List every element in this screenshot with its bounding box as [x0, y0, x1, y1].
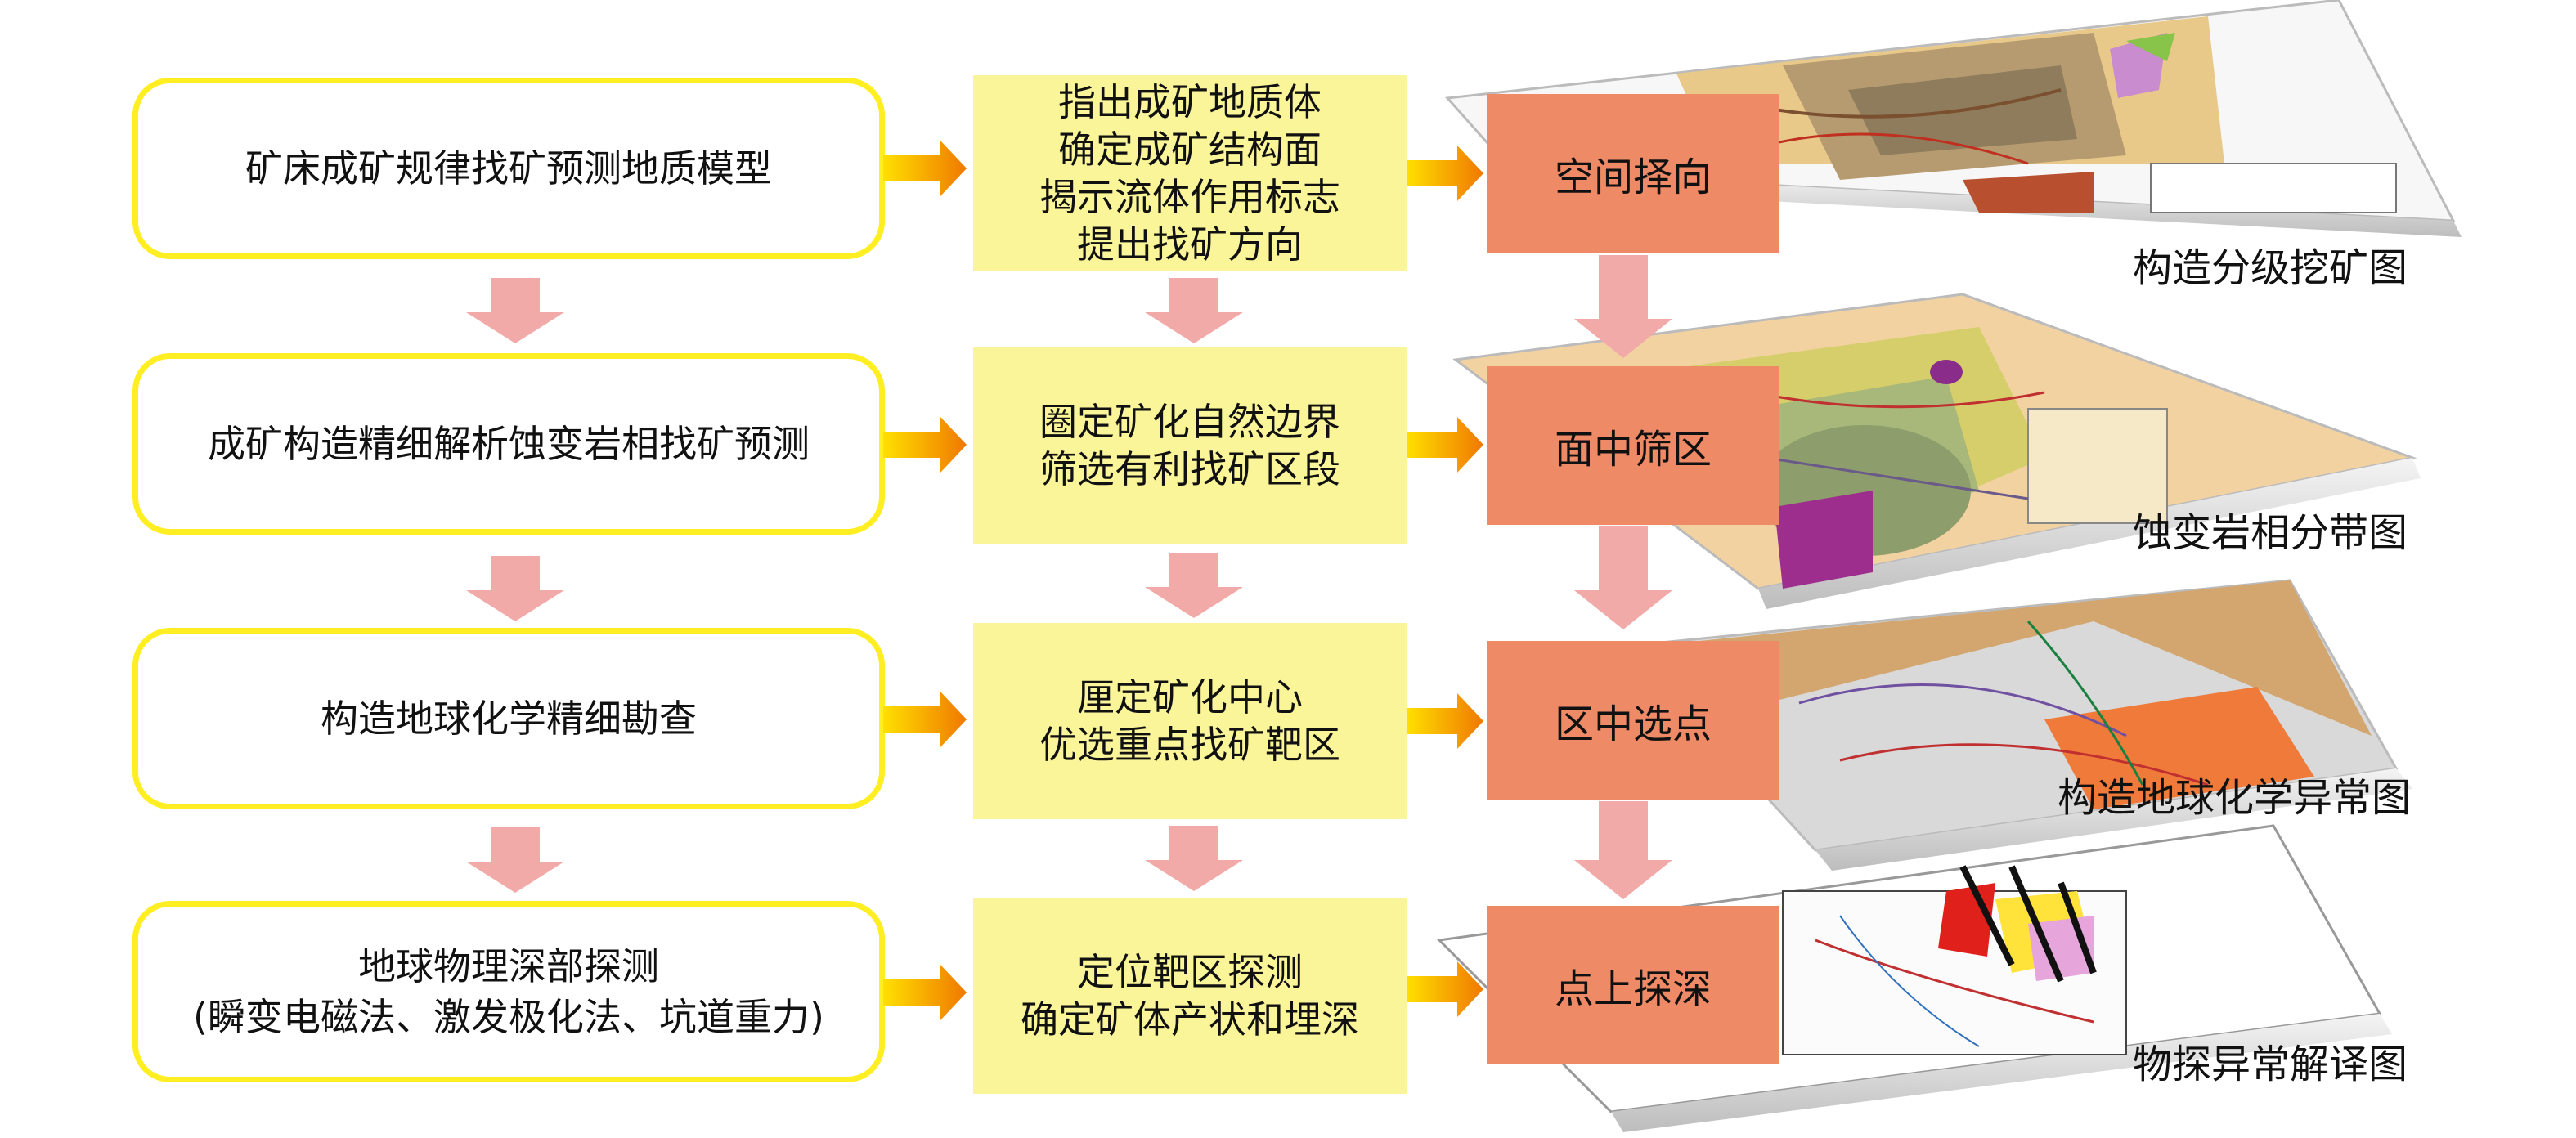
middle-box-3-line-1: 厘定矿化中心	[1077, 675, 1303, 719]
down-arrow-left-1	[466, 278, 564, 343]
left-box-1: 矿床成矿规律找矿预测地质模型	[132, 78, 885, 259]
right-box-1: 空间择向	[1487, 94, 1779, 253]
middle-box-2: 圈定矿化自然边界 筛选有利找矿区段	[973, 347, 1407, 544]
right-arrow-left-2	[883, 417, 967, 473]
geochemistry-map-image	[1624, 579, 2412, 871]
right-box-1-label: 空间择向	[1554, 155, 1712, 200]
middle-box-1-line-2: 确定成矿结构面	[1058, 128, 1322, 172]
middle-box-2-line-2: 筛选有利找矿区段	[1039, 447, 1340, 491]
down-arrow-right-2	[1574, 526, 1672, 629]
right-arrow-left-3	[883, 692, 967, 747]
left-box-3: 构造地球化学精细勘查	[132, 628, 885, 809]
right-box-2: 面中筛区	[1487, 366, 1779, 525]
down-arrow-left-2	[466, 556, 564, 621]
left-box-2: 成矿构造精细解析蚀变岩相找矿预测	[132, 353, 885, 535]
down-arrow-right-1	[1574, 255, 1672, 358]
map-caption-1: 构造分级挖矿图	[2133, 245, 2408, 291]
right-box-4: 点上探深	[1487, 906, 1779, 1064]
right-box-3: 区中选点	[1487, 641, 1779, 800]
left-box-4: 地球物理深部探测 (瞬变电磁法、激发极化法、坑道重力)	[132, 901, 885, 1082]
left-box-2-line-1: 成矿构造精细解析蚀变岩相找矿预测	[208, 422, 810, 466]
middle-box-1-line-1: 指出成矿地质体	[1058, 80, 1322, 124]
left-box-3-line-1: 构造地球化学精细勘查	[321, 697, 697, 741]
down-arrow-left-3	[466, 827, 564, 893]
map-caption-2: 蚀变岩相分带图	[2133, 510, 2408, 556]
right-arrow-left-1	[883, 141, 967, 196]
down-arrow-mid-3	[1145, 826, 1243, 891]
right-arrow-mid-3	[1407, 693, 1483, 749]
middle-box-4-line-1: 定位靶区探测	[1077, 950, 1303, 994]
down-arrow-right-3	[1574, 801, 1672, 899]
right-box-4-label: 点上探深	[1554, 966, 1712, 1012]
middle-box-4: 定位靶区探测 确定矿体产状和埋深	[973, 898, 1407, 1094]
middle-box-1-line-4: 提出找矿方向	[1077, 222, 1303, 267]
middle-box-1: 指出成矿地质体 确定成矿结构面 揭示流体作用标志 提出找矿方向	[973, 75, 1407, 271]
right-arrow-mid-4	[1407, 961, 1483, 1017]
down-arrow-mid-2	[1145, 553, 1243, 618]
middle-box-4-line-2: 确定矿体产状和埋深	[1021, 997, 1359, 1042]
middle-box-3-line-2: 优选重点找矿靶区	[1039, 723, 1340, 767]
right-arrow-mid-1	[1407, 146, 1483, 201]
right-arrow-left-4	[883, 965, 967, 1020]
right-arrow-mid-2	[1407, 417, 1483, 473]
right-box-3-label: 区中选点	[1554, 701, 1712, 747]
right-box-2-label: 面中筛区	[1554, 427, 1712, 473]
down-arrow-mid-1	[1145, 278, 1243, 343]
map-caption-3: 构造地球化学异常图	[2058, 775, 2412, 821]
map-caption-4: 物探异常解译图	[2133, 1042, 2408, 1087]
middle-box-2-line-1: 圈定矿化自然边界	[1039, 400, 1340, 444]
left-box-4-line-2: (瞬变电磁法、激发极化法、坑道重力)	[193, 995, 824, 1039]
middle-box-1-line-3: 揭示流体作用标志	[1039, 175, 1340, 219]
middle-box-3: 厘定矿化中心 优选重点找矿靶区	[973, 623, 1407, 819]
left-box-1-line-1: 矿床成矿规律找矿预测地质模型	[245, 146, 772, 190]
left-box-4-line-1: 地球物理深部探测	[358, 944, 659, 988]
